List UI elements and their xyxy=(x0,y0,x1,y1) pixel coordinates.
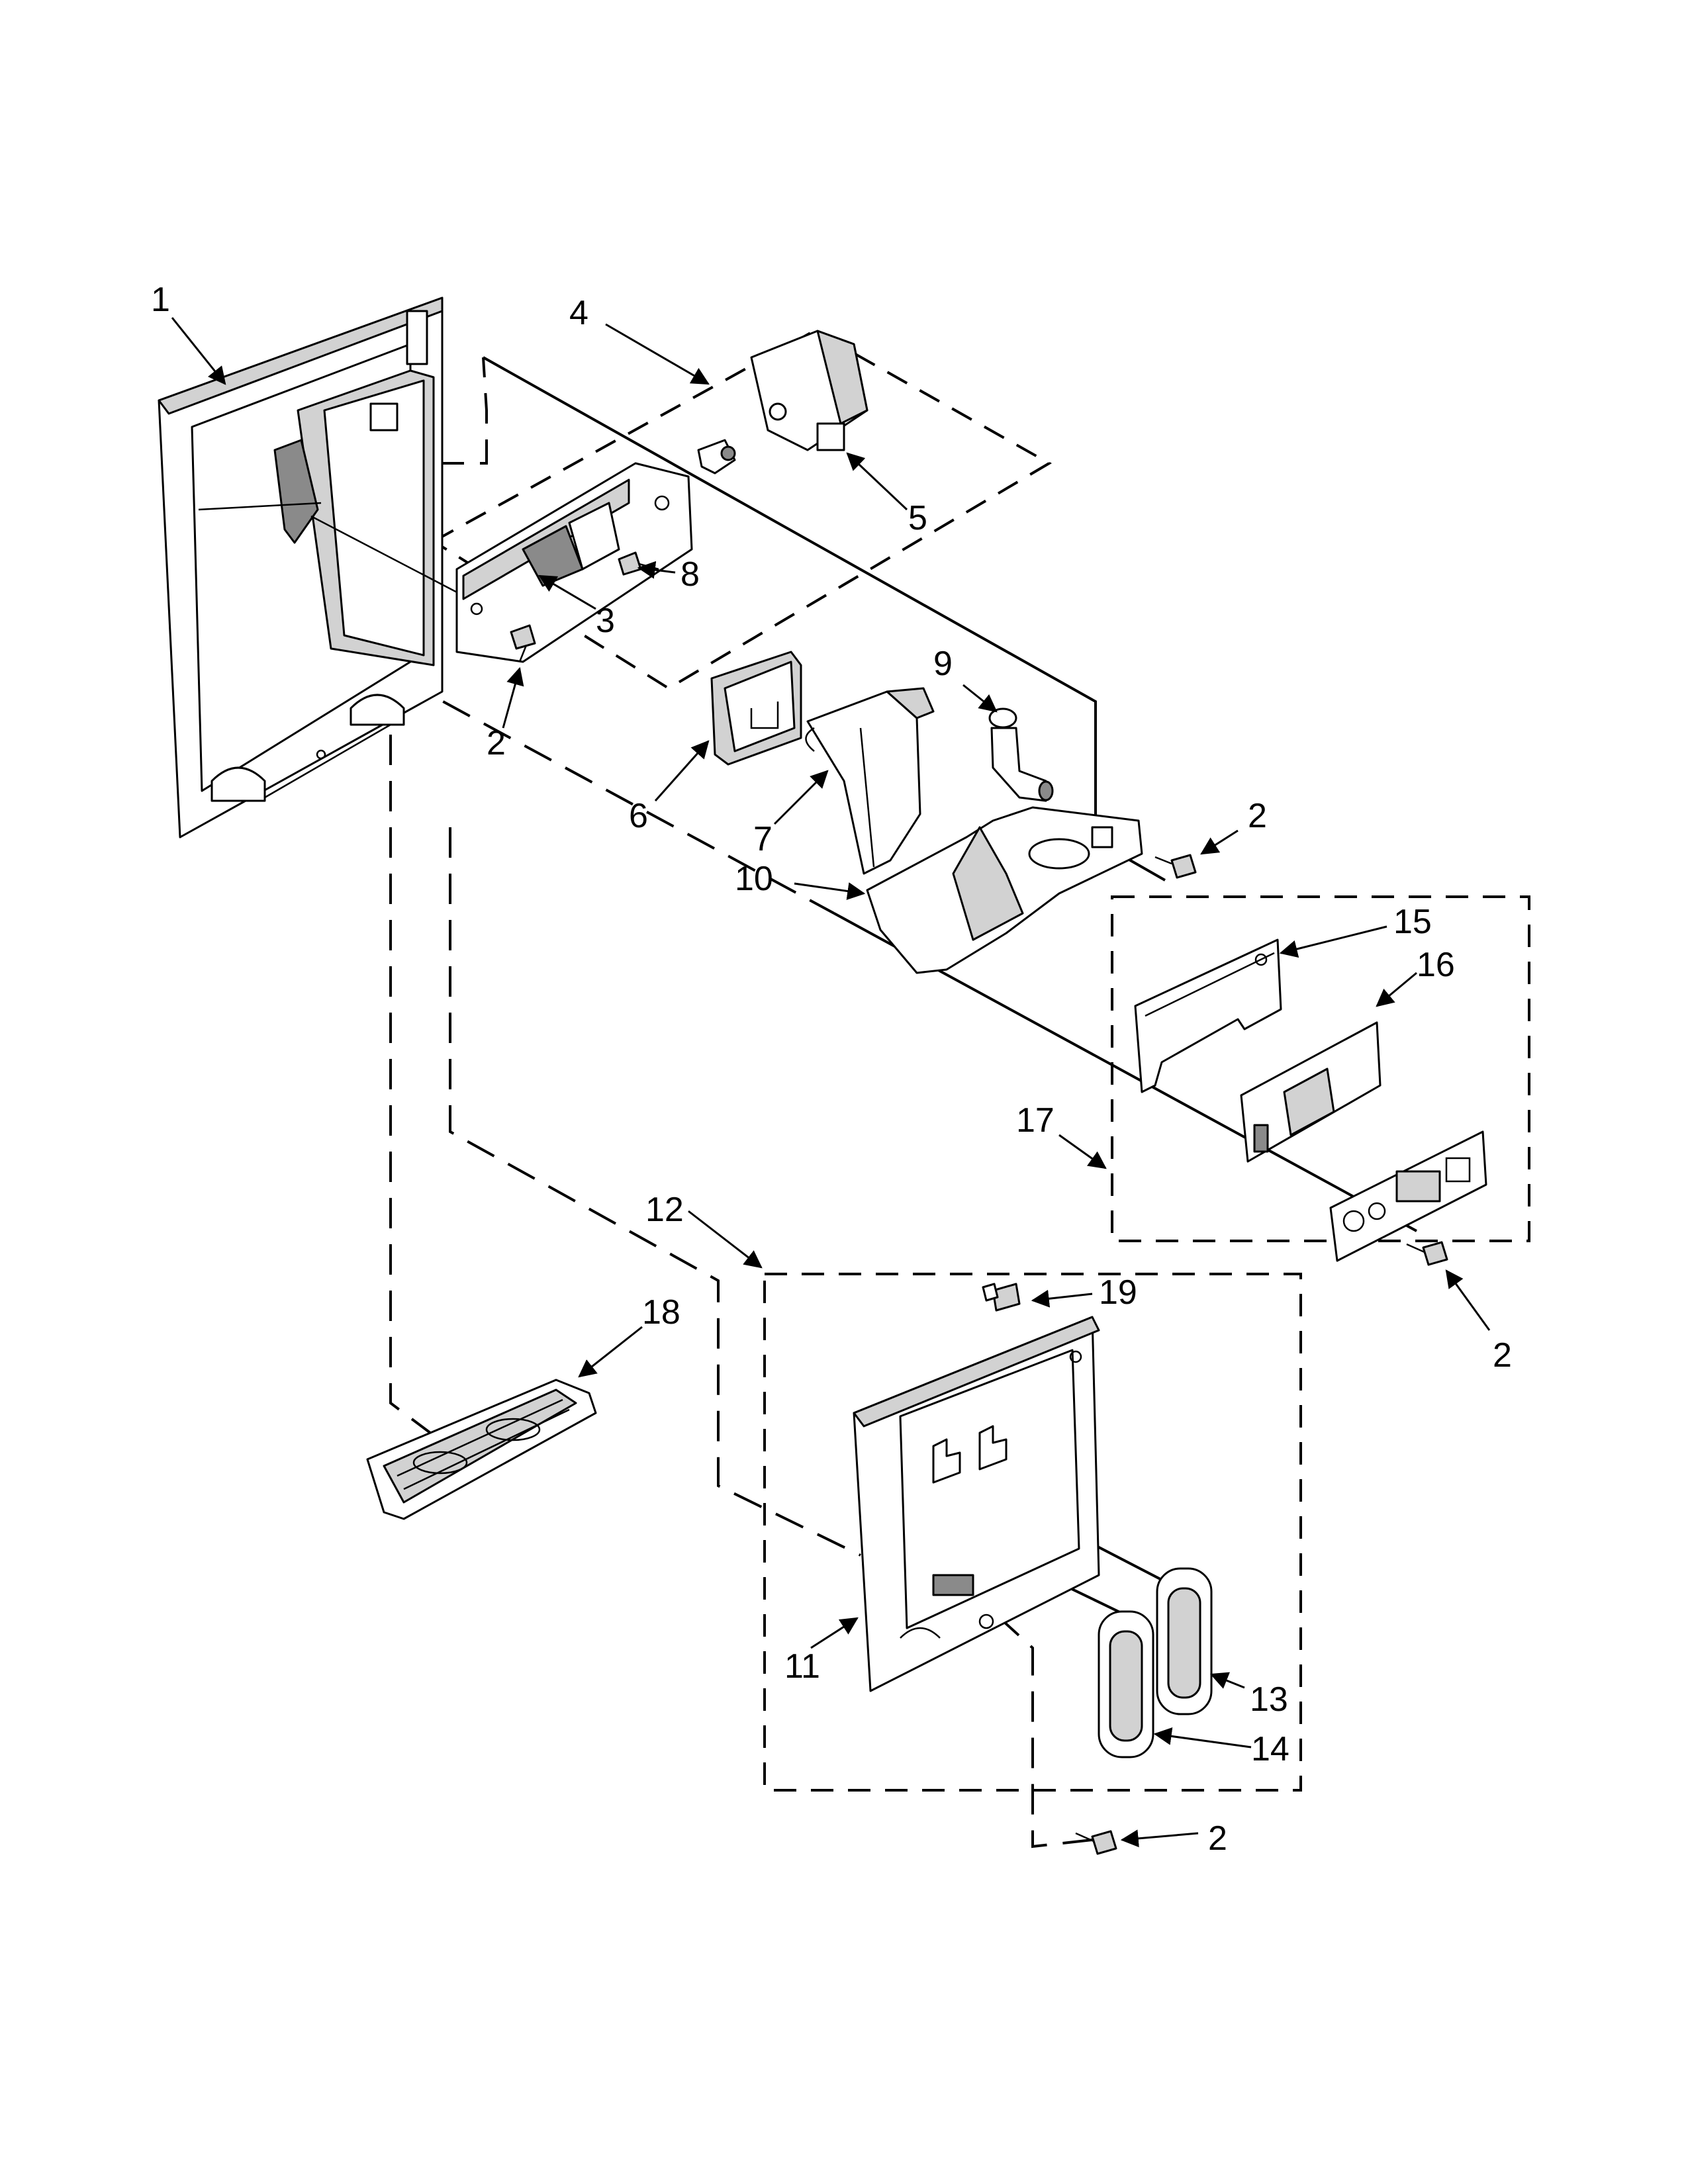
screw-part-2-c xyxy=(1406,1241,1448,1266)
callout-18: 18 xyxy=(642,1293,680,1332)
switch-housing-part xyxy=(710,651,802,766)
callout-17: 17 xyxy=(1016,1101,1055,1140)
callout-6: 6 xyxy=(629,797,648,835)
guide-line-screw-bottom xyxy=(995,1614,1093,1848)
motor-part xyxy=(750,330,868,451)
group-box-12 xyxy=(763,1273,1302,1792)
group-box-4 xyxy=(431,329,1053,690)
control-bracket-part xyxy=(1134,938,1282,1093)
callout-10: 10 xyxy=(735,860,773,898)
callout-12: 12 xyxy=(645,1191,684,1229)
guide-line-housing xyxy=(449,827,861,1557)
callout-3: 3 xyxy=(596,602,615,640)
dispenser-frame-part xyxy=(158,296,464,839)
callout-11: 11 xyxy=(784,1647,820,1686)
water-fitting-part xyxy=(988,707,1054,802)
chute-door-part xyxy=(805,687,935,875)
screw-part-2-b xyxy=(1154,854,1197,879)
group-box-17 xyxy=(1111,895,1530,1242)
guide-line-upper xyxy=(434,357,488,465)
ice-chute-part xyxy=(866,806,1143,974)
callout-5: 5 xyxy=(908,499,927,537)
screw-part-2-d xyxy=(1075,1830,1117,1855)
callout-2-a: 2 xyxy=(487,724,506,762)
callout-8: 8 xyxy=(680,555,700,594)
callout-19: 19 xyxy=(1099,1273,1137,1312)
callout-labels: 1 4 5 8 3 2 6 7 9 2 10 15 16 17 12 2 18 … xyxy=(151,281,1512,1858)
interface-panel-part xyxy=(1329,1130,1487,1262)
callout-2-d: 2 xyxy=(1208,1819,1227,1858)
callout-7: 7 xyxy=(753,820,773,858)
control-board-part xyxy=(1240,1021,1382,1163)
callout-leaders xyxy=(171,317,1491,1848)
callout-4: 4 xyxy=(569,294,588,332)
pad-part-14 xyxy=(1098,1610,1154,1758)
callout-1: 1 xyxy=(151,281,170,319)
switch-part xyxy=(982,1283,1021,1312)
callout-9: 9 xyxy=(933,645,953,683)
callout-2-b: 2 xyxy=(1248,797,1267,835)
pad-part-13 xyxy=(1156,1567,1213,1715)
callout-2-c: 2 xyxy=(1493,1336,1512,1375)
callout-15: 15 xyxy=(1393,903,1432,941)
callout-16: 16 xyxy=(1417,946,1455,984)
screw-part-2-a xyxy=(510,624,536,662)
guide-line-drip-tray xyxy=(389,735,432,1434)
callout-14: 14 xyxy=(1251,1730,1289,1768)
actuator-bracket-part xyxy=(455,462,693,663)
drip-tray-part xyxy=(366,1379,597,1520)
dispenser-housing-part xyxy=(853,1316,1100,1692)
coupler-part xyxy=(697,439,736,475)
callout-13: 13 xyxy=(1250,1680,1288,1719)
